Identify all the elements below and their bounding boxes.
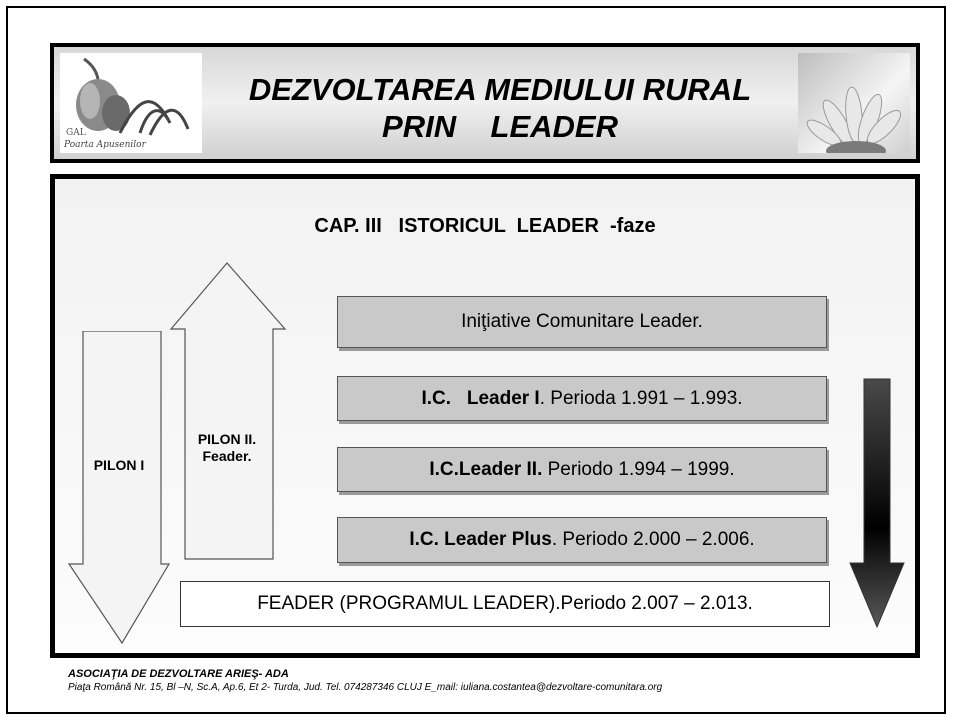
phase-3-period: . Periodo 2.000 – 2.006. bbox=[551, 529, 755, 550]
phase-box-leader-1: I.C. Leader I. Perioda 1.991 – 1.993. bbox=[337, 376, 827, 421]
phase-1-name: I.C. Leader I bbox=[421, 387, 540, 409]
title-line-1: DEZVOLTAREA MEDIULUI RURAL bbox=[248, 72, 752, 107]
phase-box-leader-plus: I.C. Leader Plus. Periodo 2.000 – 2.006. bbox=[337, 517, 827, 563]
phase-2-period: Periodo 1.994 – 1999. bbox=[542, 458, 735, 480]
logo-text-gal: GAL bbox=[66, 128, 86, 138]
title-line-2: PRIN LEADER bbox=[382, 109, 618, 144]
pilon-2-up-arrow bbox=[169, 262, 287, 560]
pilon-2-label: PILON II. Feader. bbox=[179, 431, 275, 465]
phase-1-period: . Perioda 1.991 – 1.993. bbox=[539, 387, 743, 409]
pilon-2-label-line-2: Feader. bbox=[202, 448, 252, 464]
phase-2-name: I.C.Leader II. bbox=[429, 458, 543, 480]
page-title: DEZVOLTAREA MEDIULUI RURAL PRIN LEADER bbox=[214, 71, 786, 145]
pilon-1-down-arrow bbox=[67, 331, 171, 645]
phase-box-leader-2: I.C.Leader II. Periodo 1.994 – 1999. bbox=[337, 447, 827, 492]
footer-organization: ASOCIAŢIA DE DEZVOLTARE ARIEŞ- ADA bbox=[68, 668, 289, 680]
pilon-1-label: PILON I bbox=[93, 457, 145, 473]
gradient-down-arrow bbox=[849, 378, 905, 629]
phase-box-feader: FEADER (PROGRAMUL LEADER).Periodo 2.007 … bbox=[180, 581, 830, 627]
chapter-heading-text: CAP. III ISTORICUL LEADER -faze bbox=[314, 215, 656, 237]
logo-text-poarta: Poarta Apusenilor bbox=[63, 140, 147, 150]
slide-header: GAL Poarta Apusenilor DEZVOLTAREA MEDIUL… bbox=[50, 43, 920, 163]
chapter-heading: CAP. III ISTORICUL LEADER -faze bbox=[55, 215, 915, 238]
garlic-logo-icon: GAL Poarta Apusenilor bbox=[63, 57, 190, 150]
phase-3-name: I.C. Leader Plus bbox=[409, 529, 552, 550]
flower-icon bbox=[806, 86, 902, 161]
content-panel: CAP. III ISTORICUL LEADER -faze PILON I … bbox=[50, 174, 920, 658]
pilon-2-label-line-1: PILON II. bbox=[197, 431, 257, 447]
flower-image bbox=[798, 53, 910, 161]
footer-address: Piaţa Română Nr. 15, Bl –N, Sc.A, Ap.6, … bbox=[68, 682, 663, 693]
phase-box-initiative: Iniţiative Comunitare Leader. bbox=[337, 296, 827, 348]
gal-logo: GAL Poarta Apusenilor bbox=[60, 53, 202, 153]
